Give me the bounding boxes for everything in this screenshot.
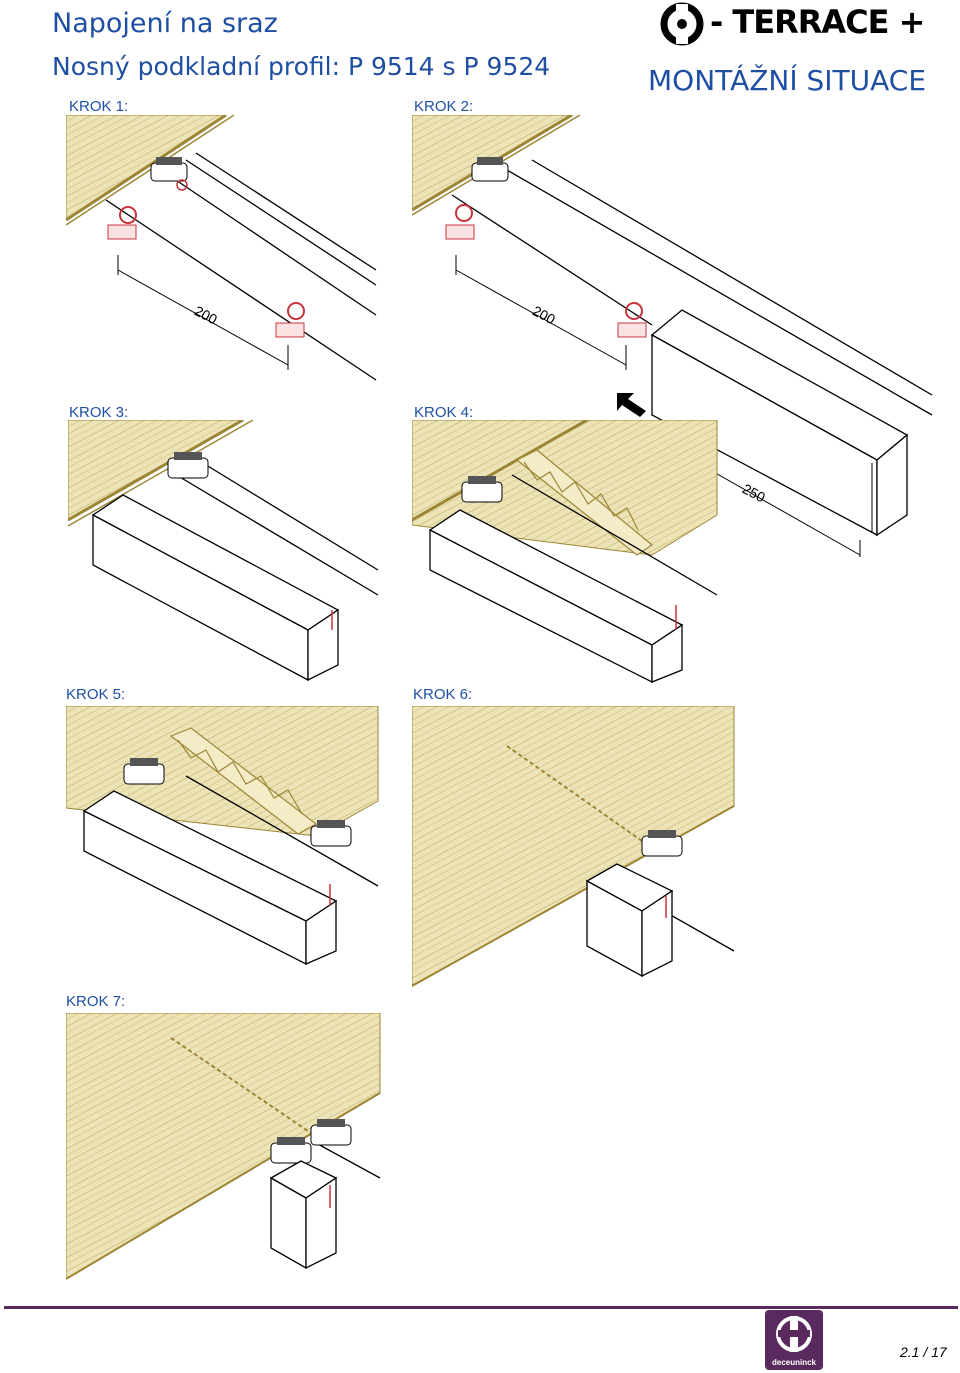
fastener-clip — [641, 830, 683, 857]
board-profile-section — [515, 449, 654, 556]
section-title: MONTÁŽNÍ SITUACE — [648, 64, 927, 97]
step-7-illustration — [66, 1013, 381, 1280]
step-6-label: KROK 6: — [413, 686, 473, 703]
step-2-label: KROK 2: — [414, 98, 474, 115]
support-profile — [91, 494, 340, 682]
dimension-label: 200 — [192, 302, 220, 327]
step-7-label: KROK 7: — [66, 993, 126, 1010]
footer-brand: deceuninck — [772, 1358, 817, 1367]
step-4-illustration — [412, 420, 718, 684]
fastener-clip — [123, 758, 165, 785]
step-1-label: KROK 1: — [69, 98, 129, 115]
fastener-clip — [471, 157, 509, 182]
page-subtitle: Nosný podkladní profil: P 9514 s P 9524 — [52, 52, 551, 81]
page-title: Napojení na sraz — [52, 8, 278, 39]
dimension-label-2: 250 — [740, 480, 768, 505]
support-profile — [269, 1160, 338, 1270]
fastener-clip — [150, 157, 188, 191]
support-profile — [650, 309, 909, 537]
footer-divider — [4, 1306, 958, 1309]
dimension-label: 200 — [530, 302, 558, 327]
spacer-clip — [275, 302, 305, 338]
fastener-clip — [310, 1119, 352, 1146]
board-profile-section — [169, 727, 318, 835]
step-5-illustration — [66, 706, 379, 966]
spacer-clip — [107, 206, 137, 240]
terrace-logo-icon — [660, 2, 704, 46]
spacer-clip — [445, 204, 475, 240]
fastener-clip — [167, 452, 209, 479]
step-1-illustration: 200 — [66, 115, 377, 381]
terrace-logo: - TERRACE + — [660, 2, 930, 48]
fastener-clip — [270, 1137, 312, 1164]
step-6-illustration — [412, 706, 735, 987]
fastener-clip — [461, 476, 503, 503]
arrow-icon — [617, 393, 646, 417]
deceuninck-logo-icon: deceuninck — [765, 1310, 823, 1370]
step-2-illustration: 200 250 — [412, 115, 933, 557]
support-profile — [82, 790, 338, 966]
support-profile — [428, 509, 684, 684]
fastener-clip — [310, 820, 352, 847]
step-3-label: KROK 3: — [69, 404, 129, 421]
support-profile — [585, 863, 674, 978]
step-5-label: KROK 5: — [66, 686, 126, 703]
spacer-clip — [617, 302, 647, 338]
step-3-illustration — [68, 420, 379, 682]
step-4-label: KROK 4: — [414, 404, 474, 421]
page-number: 2.1 / 17 — [900, 1344, 947, 1360]
brand-name: - TERRACE + — [710, 3, 925, 41]
